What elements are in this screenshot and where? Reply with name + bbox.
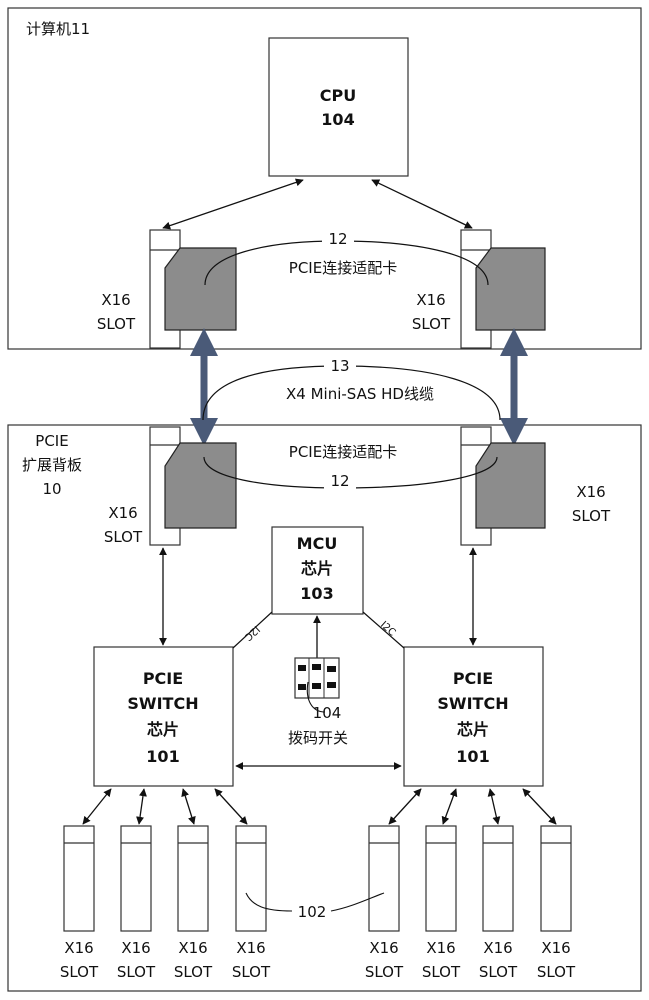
right-switch-slot2-arrow bbox=[441, 788, 458, 825]
right-switch-line3: 芯片 bbox=[457, 720, 489, 739]
ref-102-leader-right bbox=[330, 892, 385, 912]
bottom-slot-3-x16: X16 bbox=[178, 939, 207, 957]
bottom-slot-2 bbox=[120, 825, 152, 932]
bottom-slot-7-slot: SLOT bbox=[479, 963, 518, 981]
bottom-slot-5-slot: SLOT bbox=[365, 963, 404, 981]
right-switch-slot4-arrow bbox=[522, 788, 557, 825]
right-pcie-switch-box: PCIE SWITCH 芯片 101 bbox=[403, 646, 544, 787]
left-switch-slot4-arrow bbox=[214, 788, 248, 825]
top-left-slot-label-x16: X16 bbox=[101, 291, 130, 309]
top-right-adapter-card bbox=[475, 247, 546, 331]
bottom-left-adapter-card bbox=[164, 442, 237, 529]
cable-label: X4 Mini-SAS HD线缆 bbox=[286, 385, 434, 403]
top-adapter-label: PCIE连接适配卡 bbox=[289, 259, 397, 277]
bottom-adapter-number: 12 bbox=[330, 472, 349, 490]
backplane-label-3: 10 bbox=[42, 480, 61, 498]
bottom-right-slot-label-x16: X16 bbox=[576, 483, 605, 501]
cpu-right-slot-arrow bbox=[371, 179, 473, 229]
left-switch-line4: 101 bbox=[146, 747, 179, 766]
left-switch-line1: PCIE bbox=[143, 669, 183, 688]
bottom-slot-1 bbox=[63, 825, 95, 932]
cpu-label: CPU bbox=[320, 86, 356, 105]
bottom-slot-2-x16: X16 bbox=[121, 939, 150, 957]
bottom-slot-5-x16: X16 bbox=[369, 939, 398, 957]
bottom-slot-6 bbox=[425, 825, 457, 932]
mcu-number: 103 bbox=[300, 584, 333, 603]
cpu-number: 104 bbox=[321, 110, 354, 129]
mcu-chip-label: 芯片 bbox=[301, 559, 333, 578]
cable-number: 13 bbox=[330, 357, 349, 375]
right-switch-line4: 101 bbox=[456, 747, 489, 766]
right-i2c-label: I2C bbox=[378, 620, 397, 639]
dip-switch-label: 拨码开关 bbox=[288, 729, 348, 747]
bottom-right-slot-label-slot: SLOT bbox=[572, 507, 611, 525]
top-left-adapter-card bbox=[164, 247, 237, 331]
right-switch-line2: SWITCH bbox=[437, 694, 508, 713]
bottom-slots-ref-number: 102 bbox=[298, 903, 327, 921]
bottom-right-adapter-card bbox=[475, 442, 546, 529]
top-left-slot-label-slot: SLOT bbox=[97, 315, 136, 333]
bottom-adapter-label: PCIE连接适配卡 bbox=[289, 443, 397, 461]
bottom-slot-6-x16: X16 bbox=[426, 939, 455, 957]
dip-switch-icon bbox=[294, 657, 340, 699]
left-i2c-label: I2C bbox=[242, 623, 261, 642]
mcu-box: MCU 芯片 103 bbox=[271, 526, 364, 615]
right-switch-slot1-arrow bbox=[388, 788, 422, 825]
bottom-left-slot-label-slot: SLOT bbox=[104, 528, 143, 546]
top-right-slot-label-x16: X16 bbox=[416, 291, 445, 309]
bottom-slot-3-slot: SLOT bbox=[174, 963, 213, 981]
bottom-slot-4-slot: SLOT bbox=[232, 963, 271, 981]
backplane-label-1: PCIE bbox=[35, 432, 68, 450]
bottom-slot-4-x16: X16 bbox=[236, 939, 265, 957]
bottom-slot-6-slot: SLOT bbox=[422, 963, 461, 981]
top-adapter-number: 12 bbox=[328, 230, 347, 248]
top-right-slot-label-slot: SLOT bbox=[412, 315, 451, 333]
dip-switch-leader bbox=[306, 681, 326, 713]
backplane-box: PCIE 扩展背板 10 bbox=[7, 424, 642, 992]
bottom-slot-4 bbox=[235, 825, 267, 932]
right-switch-slot3-arrow bbox=[487, 788, 501, 825]
bottom-slot-7 bbox=[482, 825, 514, 932]
dip-switch-number: 104 bbox=[313, 704, 342, 722]
bottom-slot-1-slot: SLOT bbox=[60, 963, 99, 981]
bottom-slot-8-x16: X16 bbox=[541, 939, 570, 957]
left-switch-slot1-arrow bbox=[82, 788, 112, 825]
bottom-slot-8-slot: SLOT bbox=[537, 963, 576, 981]
cpu-left-slot-arrow bbox=[162, 178, 304, 230]
right-switch-line1: PCIE bbox=[453, 669, 493, 688]
computer-box: 计算机11 bbox=[7, 7, 642, 350]
computer-label: 计算机11 bbox=[26, 20, 90, 38]
bottom-slot-8 bbox=[540, 825, 572, 932]
left-switch-line2: SWITCH bbox=[127, 694, 198, 713]
backplane-label-2: 扩展背板 bbox=[22, 456, 82, 474]
bottom-slot-5 bbox=[368, 825, 400, 932]
left-i2c-link bbox=[232, 611, 273, 649]
ref-102-leader-left bbox=[245, 892, 293, 912]
left-switch-slot3-arrow bbox=[181, 788, 196, 825]
mcu-label: MCU bbox=[297, 534, 338, 553]
right-i2c-link bbox=[362, 611, 405, 649]
bottom-slot-7-x16: X16 bbox=[483, 939, 512, 957]
bottom-slot-3 bbox=[177, 825, 209, 932]
left-pcie-switch-box: PCIE SWITCH 芯片 101 bbox=[93, 646, 234, 787]
bottom-slot-1-x16: X16 bbox=[64, 939, 93, 957]
bottom-slot-2-slot: SLOT bbox=[117, 963, 156, 981]
left-switch-line3: 芯片 bbox=[147, 720, 179, 739]
cpu-box: CPU 104 bbox=[268, 37, 409, 177]
left-switch-slot2-arrow bbox=[136, 788, 147, 825]
bottom-left-slot-label-x16: X16 bbox=[108, 504, 137, 522]
